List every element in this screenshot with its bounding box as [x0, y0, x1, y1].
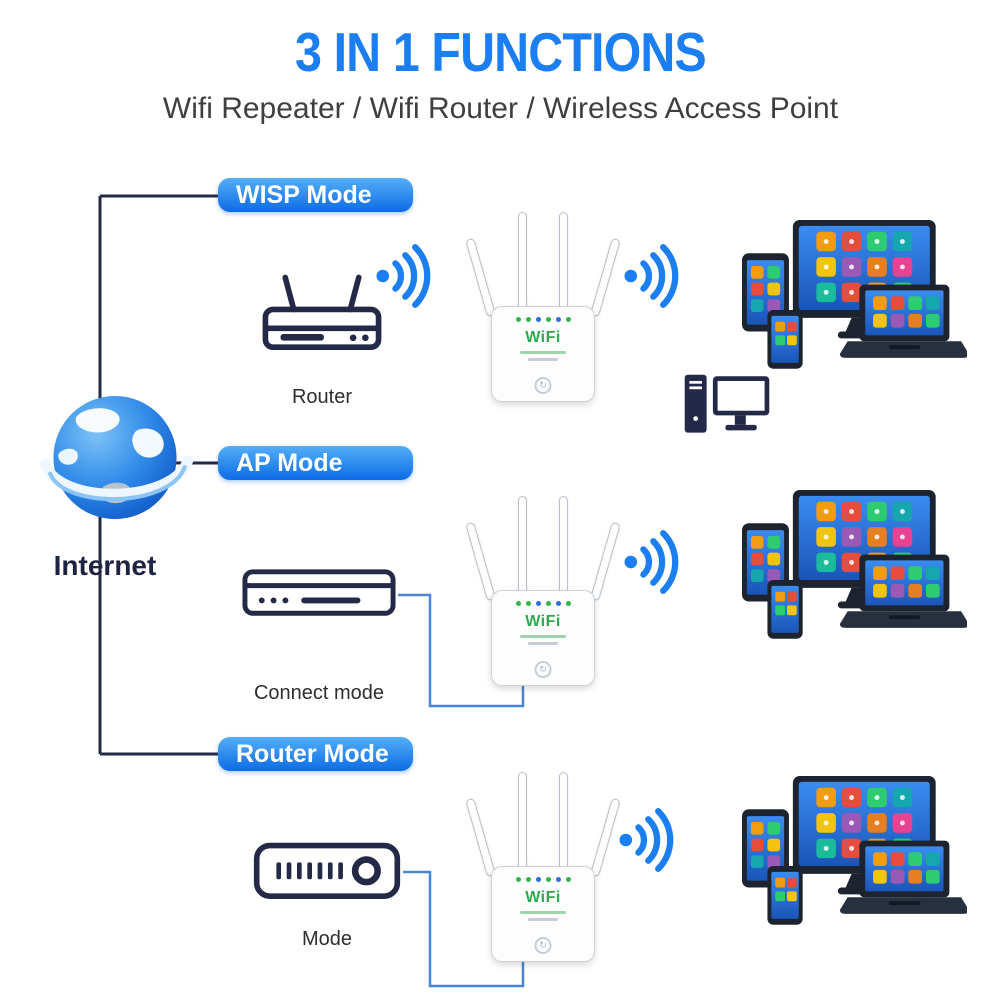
antenna-icon — [559, 496, 568, 600]
repeater-body: WiFi — [491, 866, 595, 962]
client-devices-icon — [742, 220, 967, 377]
repeater-device-icon: WiFi — [465, 212, 621, 402]
internet-globe-icon — [24, 383, 206, 550]
antenna-icon — [518, 772, 527, 876]
antenna-icon — [518, 212, 527, 316]
ap-mode-banner: AP Mode — [218, 446, 413, 480]
repeater-device-icon: WiFi — [465, 496, 621, 686]
modem-icon — [240, 556, 398, 627]
internet-label: Internet — [53, 550, 157, 581]
repeater-fineprint — [520, 635, 566, 638]
connect-mode-label: Connect mode — [253, 682, 385, 704]
wifi-signal-icon — [615, 804, 687, 876]
mode-label: Mode — [301, 928, 353, 950]
wisp-mode-banner: WISP Mode — [218, 178, 413, 212]
repeater-body: WiFi — [491, 590, 595, 686]
antenna-icon — [559, 212, 568, 316]
modem-icon — [252, 838, 402, 904]
wifi-signal-icon — [620, 240, 692, 312]
client-devices-icon — [742, 776, 967, 933]
antenna-icon — [559, 772, 568, 876]
page-subtitle: Wifi Repeater / Wifi Router / Wireless A… — [162, 92, 839, 125]
repeater-led-indicators — [492, 317, 594, 322]
repeater-fineprint — [528, 358, 558, 361]
page-title-text: 3 IN 1 FUNCTIONS — [295, 21, 707, 83]
repeater-led-indicators — [492, 601, 594, 606]
wifi-signal-icon — [372, 240, 444, 312]
wps-button-icon — [534, 661, 552, 678]
wifi-signal-icon — [620, 526, 692, 598]
wps-button-icon — [534, 937, 552, 954]
page-title: 3 IN 1 FUNCTIONS — [0, 20, 1001, 84]
repeater-brand: WiFi — [525, 889, 561, 906]
wps-button-icon — [534, 377, 552, 394]
repeater-brand: WiFi — [525, 329, 561, 346]
repeater-brand: WiFi — [525, 613, 561, 630]
antenna-icon — [518, 496, 527, 600]
repeater-device-icon: WiFi — [465, 772, 621, 962]
repeater-body: WiFi — [491, 306, 595, 402]
repeater-fineprint — [520, 351, 566, 354]
repeater-fineprint — [528, 642, 558, 645]
router-icon — [256, 268, 388, 376]
client-devices-icon — [742, 490, 967, 647]
repeater-led-indicators — [492, 877, 594, 882]
router-label: Router — [291, 386, 353, 408]
repeater-fineprint — [528, 918, 558, 921]
repeater-fineprint — [520, 911, 566, 914]
desktop-pc-icon — [680, 370, 774, 441]
router-mode-banner: Router Mode — [218, 737, 413, 771]
